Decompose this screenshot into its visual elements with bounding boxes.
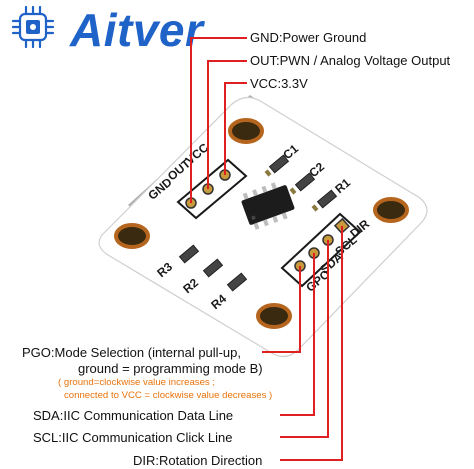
callout-sda-sep: : bbox=[59, 408, 64, 423]
callout-dir-name: DIR bbox=[133, 453, 156, 468]
callout-gnd: GND:Power Ground bbox=[250, 30, 366, 45]
hole-bottom bbox=[256, 303, 292, 329]
callout-out-name: OUT bbox=[250, 53, 276, 68]
callout-pgo: PGO:Mode Selection (internal pull-up, bbox=[22, 345, 241, 360]
callout-pgo-desc1: Mode Selection (internal pull-up, bbox=[54, 345, 241, 360]
comp-r3 bbox=[178, 244, 200, 264]
callout-sda: SDA:IIC Communication Data Line bbox=[33, 408, 233, 423]
callout-vcc-sep: : bbox=[277, 76, 282, 91]
leader-out bbox=[207, 60, 247, 189]
callout-pgo-sep: : bbox=[50, 345, 55, 360]
callout-out: OUT:PWN / Analog Voltage Output bbox=[250, 53, 450, 68]
left-header-outline bbox=[176, 158, 248, 220]
comp-r4 bbox=[226, 272, 248, 292]
leader-sda bbox=[280, 253, 315, 416]
callout-dir-sep: : bbox=[155, 453, 160, 468]
chip-logo-icon bbox=[11, 5, 55, 49]
pgo-note-line1: ( ground=clockwise value increases ; bbox=[58, 377, 216, 388]
comp-c1 bbox=[268, 154, 290, 174]
callout-scl: SCL:IIC Communication Click Line bbox=[33, 430, 232, 445]
hole-top bbox=[228, 118, 264, 144]
callout-out-sep: : bbox=[276, 53, 280, 68]
callout-sda-desc: IIC Communication Data Line bbox=[63, 408, 234, 423]
callout-vcc-desc: 3.3V bbox=[281, 76, 308, 91]
pgo-note-line2: connected to VCC = clockwise value decre… bbox=[64, 390, 273, 401]
hole-right bbox=[373, 197, 409, 223]
callout-gnd-desc: Power Ground bbox=[282, 30, 367, 45]
callout-dir: DIR:Rotation Direction bbox=[133, 453, 262, 468]
callout-pgo-name: PGO bbox=[22, 345, 51, 360]
mounting-holes bbox=[114, 118, 409, 329]
callout-scl-sep: : bbox=[58, 430, 62, 445]
leader-dir bbox=[280, 226, 343, 461]
leader-vcc bbox=[224, 82, 247, 175]
right-header-outline bbox=[280, 212, 362, 288]
ic-chip bbox=[241, 182, 295, 230]
callout-pgo-line2: ground = programming mode B) bbox=[78, 361, 263, 376]
leader-scl bbox=[280, 240, 329, 438]
callout-out-desc: PWN / Analog Voltage Output bbox=[279, 53, 451, 68]
comp-c2 bbox=[294, 172, 316, 192]
leader-gnd bbox=[190, 37, 247, 203]
board-top bbox=[98, 96, 428, 358]
callout-gnd-sep: : bbox=[278, 30, 283, 45]
hole-left bbox=[114, 223, 150, 249]
comp-r2 bbox=[202, 258, 224, 278]
callout-sda-name: SDA bbox=[33, 408, 60, 423]
leader-pgo bbox=[262, 266, 301, 353]
callout-vcc: VCC:3.3V bbox=[250, 76, 308, 91]
callout-scl-desc: IIC Communication Click Line bbox=[61, 430, 233, 445]
passives bbox=[178, 154, 338, 292]
leader-lines-top bbox=[190, 37, 247, 203]
callout-gnd-name: GND bbox=[250, 30, 279, 45]
callout-scl-name: SCL bbox=[33, 430, 59, 445]
brand-name: Aitver bbox=[70, 4, 204, 56]
leader-lines-bottom bbox=[262, 226, 343, 461]
callout-dir-desc: Rotation Direction bbox=[159, 453, 263, 468]
callout-vcc-name: VCC bbox=[250, 76, 278, 91]
comp-r1 bbox=[316, 189, 338, 209]
